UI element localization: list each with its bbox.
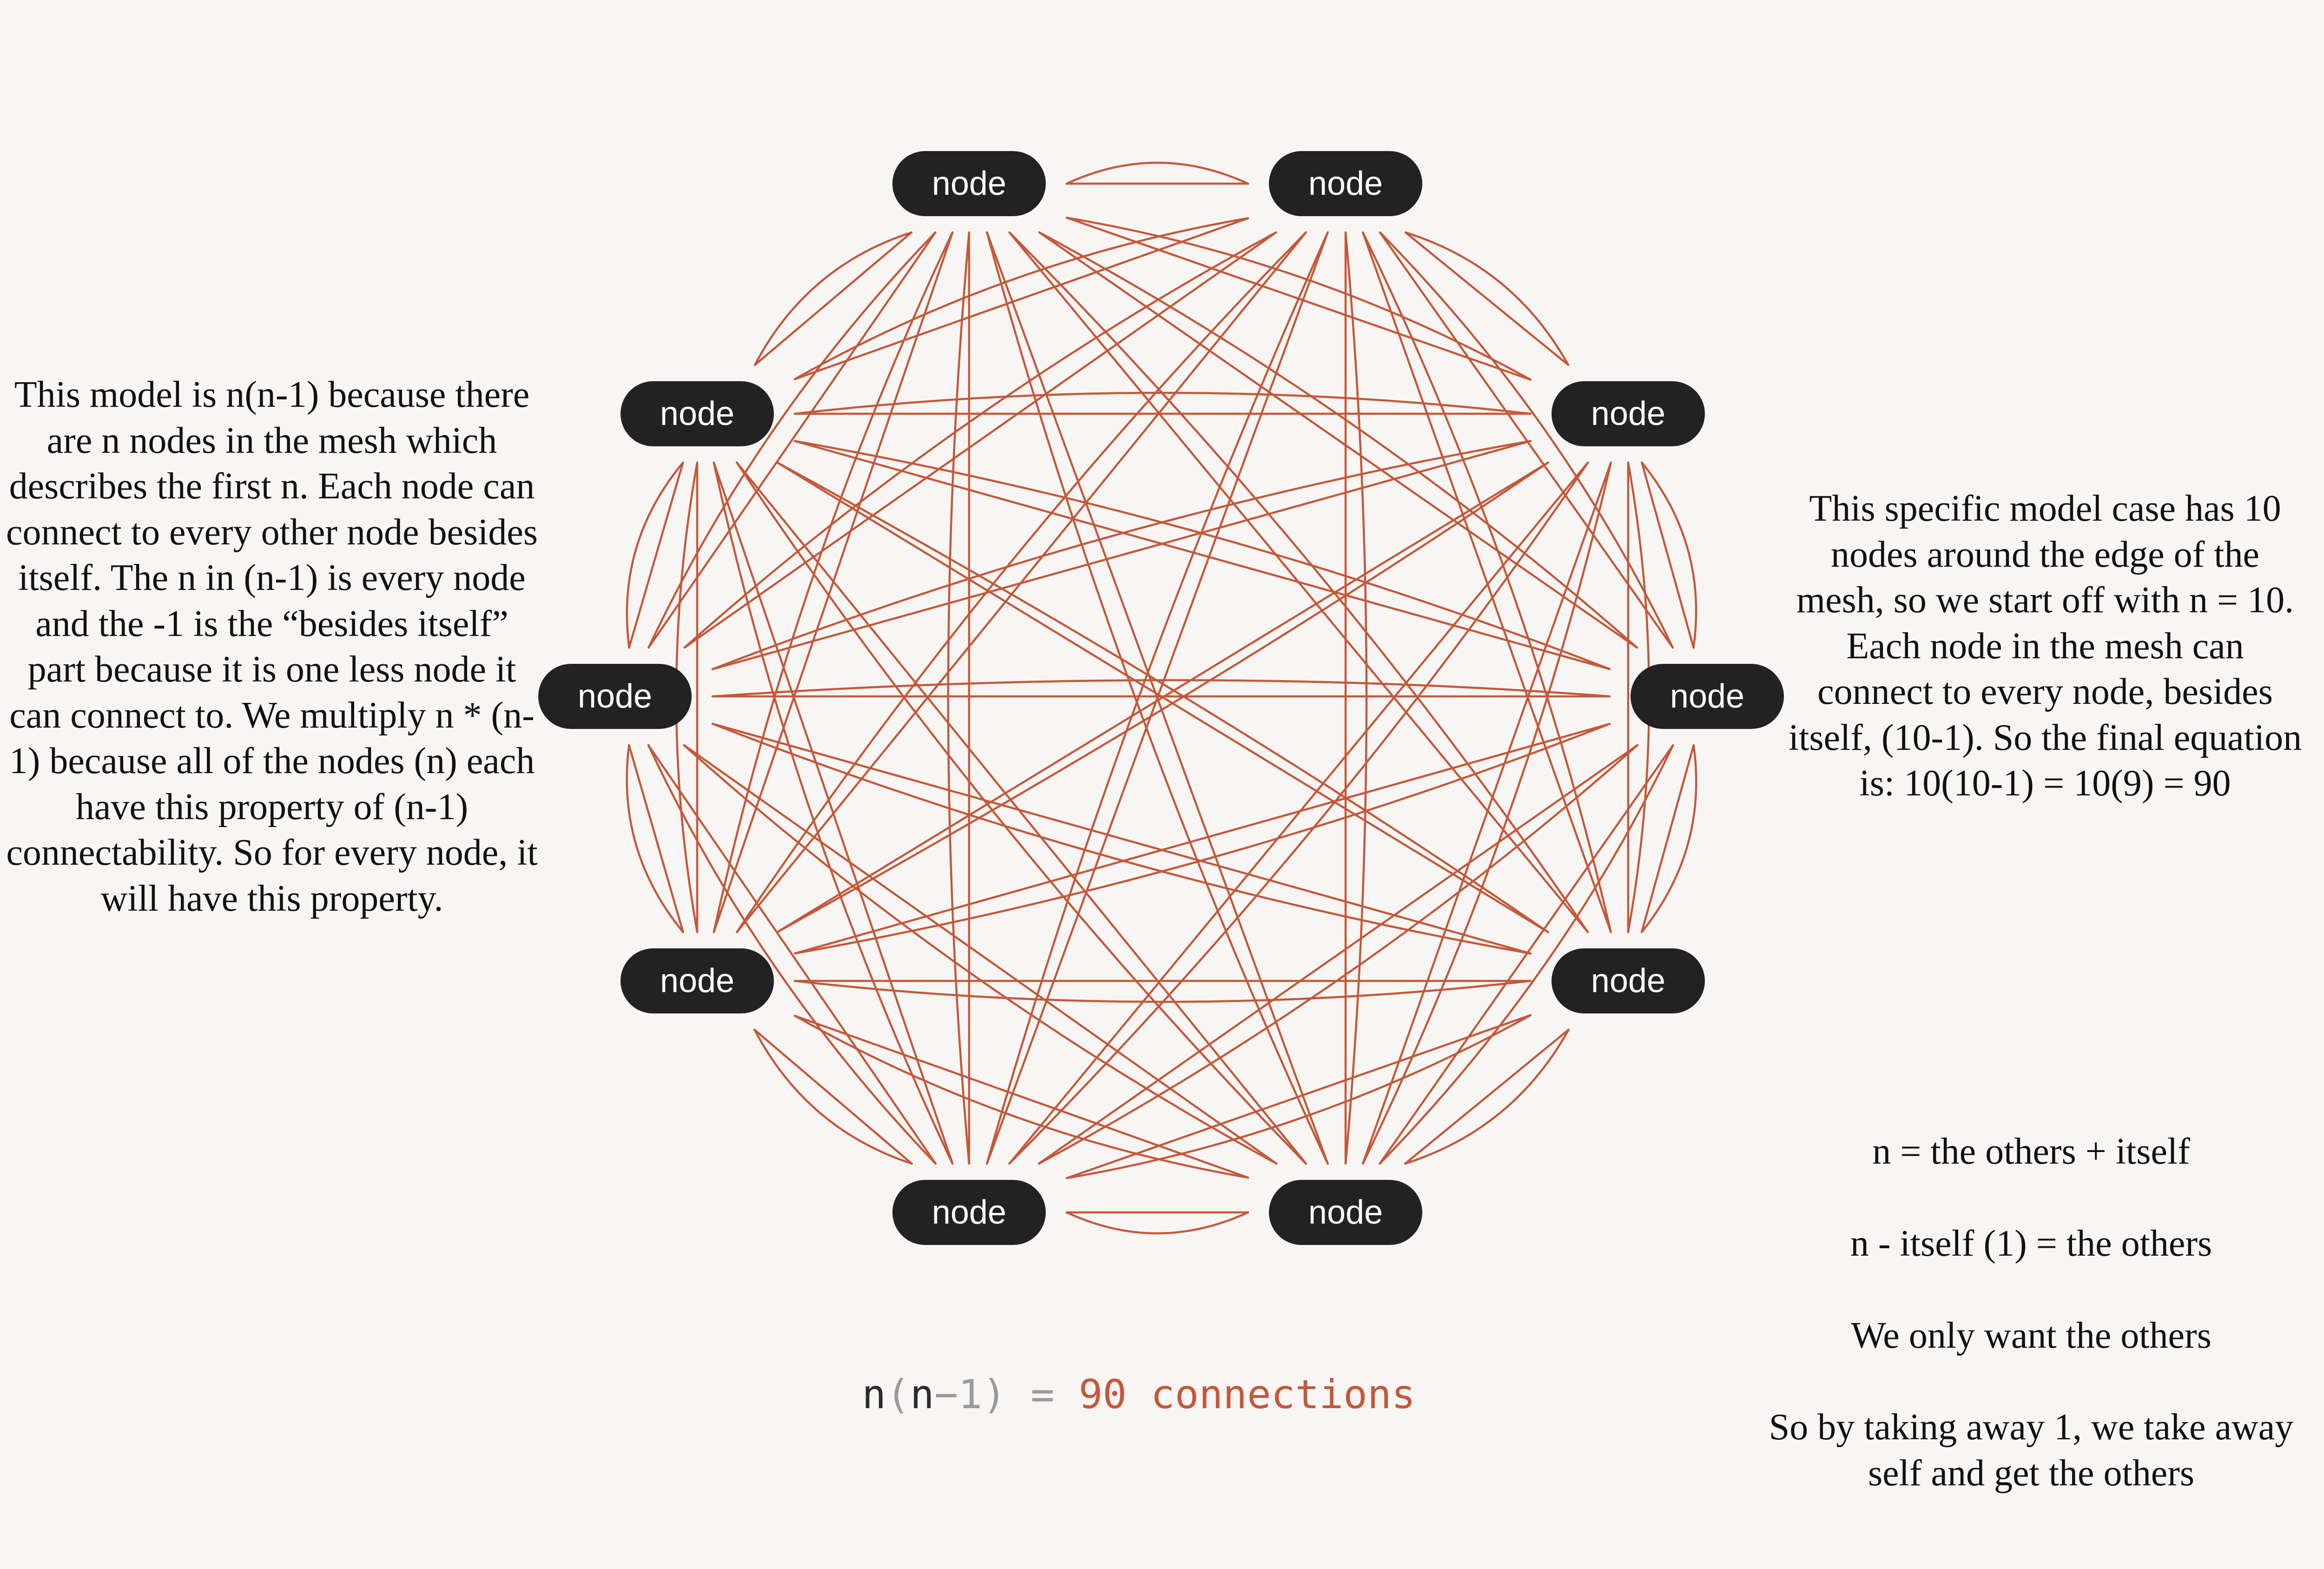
connection-6-4 — [1379, 744, 1674, 1165]
connection-4-3 — [1641, 461, 1697, 649]
connection-4-2 — [1379, 231, 1674, 649]
connection-4-8 — [793, 722, 1611, 955]
node-1: node — [892, 151, 1046, 216]
connection-8-7 — [753, 1028, 913, 1165]
node-3: node — [1552, 381, 1705, 446]
connection-6-2 — [1344, 231, 1368, 1165]
connection-9-2 — [683, 231, 1277, 649]
aside-note-2: n - itself (1) = the others — [1850, 1223, 2212, 1264]
connection-1-10 — [753, 231, 913, 366]
connection-7-1 — [947, 231, 971, 1165]
connection-9-3 — [711, 440, 1532, 670]
connection-5-6 — [1404, 1028, 1570, 1165]
connection-4-7 — [1037, 744, 1639, 1165]
connection-6-5 — [1404, 1028, 1570, 1165]
node-10: node — [621, 381, 774, 446]
connection-2-5 — [1361, 231, 1612, 933]
connection-2-9 — [683, 231, 1277, 649]
connection-10-7 — [713, 461, 954, 1165]
connection-4-1 — [1038, 231, 1638, 649]
connection-3-7 — [1008, 461, 1589, 1165]
connection-10-3 — [793, 391, 1532, 415]
connection-9-5 — [711, 722, 1532, 955]
connection-7-10 — [713, 461, 954, 1165]
connection-5-9 — [711, 722, 1532, 955]
node-7: node — [892, 1180, 1046, 1245]
right-explanation: This specific model case has 10 nodes ar… — [1788, 488, 2302, 804]
connection-9-6 — [683, 744, 1278, 1165]
formula-equals: = — [1006, 1371, 1079, 1418]
formula-n: n — [862, 1371, 886, 1418]
node-5: node — [1552, 948, 1705, 1013]
connection-5-10 — [776, 461, 1549, 933]
node-8: node — [621, 948, 774, 1013]
node-2: node — [1269, 151, 1422, 216]
connection-3-4 — [1641, 461, 1695, 649]
connection-8-5 — [793, 980, 1532, 1003]
connection-6-8 — [793, 1014, 1249, 1179]
connection-8-4 — [793, 722, 1611, 955]
connection-2-10 — [793, 217, 1249, 380]
connection-9-8 — [626, 744, 684, 933]
connection-3-2 — [1404, 231, 1570, 366]
formula-open-paren: ( — [886, 1371, 911, 1418]
connection-2-7 — [986, 231, 1329, 1165]
connection-9-10 — [628, 461, 684, 649]
formula-close-paren: ) — [982, 1371, 1007, 1418]
connection-7-4 — [1037, 744, 1639, 1165]
connection-1-4 — [1038, 231, 1638, 649]
connection-5-4 — [1640, 744, 1697, 933]
connection-5-7 — [1065, 1014, 1532, 1179]
connection-3-1 — [1065, 217, 1532, 381]
connection-7-5 — [1065, 1014, 1532, 1179]
connection-10-2 — [793, 217, 1249, 380]
connection-5-2 — [1361, 231, 1612, 933]
left-explanation: This model is n(n-1) because there are n… — [6, 374, 538, 919]
formula-result: 90 connections — [1078, 1371, 1416, 1418]
connection-7-2 — [986, 231, 1329, 1165]
connection-2-3 — [1404, 231, 1570, 366]
connection-6-10 — [736, 461, 1307, 1165]
connection-9-4 — [711, 679, 1611, 698]
connection-3-6 — [1361, 461, 1612, 1165]
connection-4-10 — [793, 440, 1611, 670]
node-4: node — [1631, 664, 1784, 729]
connection-4-5 — [1640, 744, 1695, 933]
aside-note-4: So by taking away 1, we take away self a… — [1769, 1407, 2294, 1494]
connection-10-6 — [736, 461, 1307, 1165]
connection-10-5 — [776, 461, 1549, 933]
connection-2-1 — [1065, 161, 1249, 185]
node-6: node — [1269, 1180, 1422, 1245]
formula-minus-one: −1 — [934, 1371, 983, 1418]
connection-2-4 — [1379, 231, 1674, 649]
connection-8-9 — [628, 744, 684, 933]
connection-10-1 — [753, 231, 913, 366]
connection-8-2 — [736, 231, 1307, 933]
connection-10-9 — [626, 461, 684, 649]
formula-inner-n: n — [910, 1371, 934, 1418]
connection-3-9 — [711, 440, 1532, 670]
aside-note-3: We only want the others — [1851, 1315, 2212, 1356]
aside-note-1: n = the others + itself — [1872, 1131, 2190, 1172]
connection-7-8 — [753, 1028, 913, 1165]
connection-6-9 — [683, 744, 1278, 1165]
connection-4-6 — [1379, 744, 1674, 1165]
formula: n(n−1) = 90 connections — [734, 1369, 1543, 1420]
connection-7-6 — [1065, 1211, 1249, 1235]
connection-10-4 — [793, 440, 1611, 670]
node-9: node — [538, 664, 692, 729]
connection-6-3 — [1361, 461, 1612, 1165]
